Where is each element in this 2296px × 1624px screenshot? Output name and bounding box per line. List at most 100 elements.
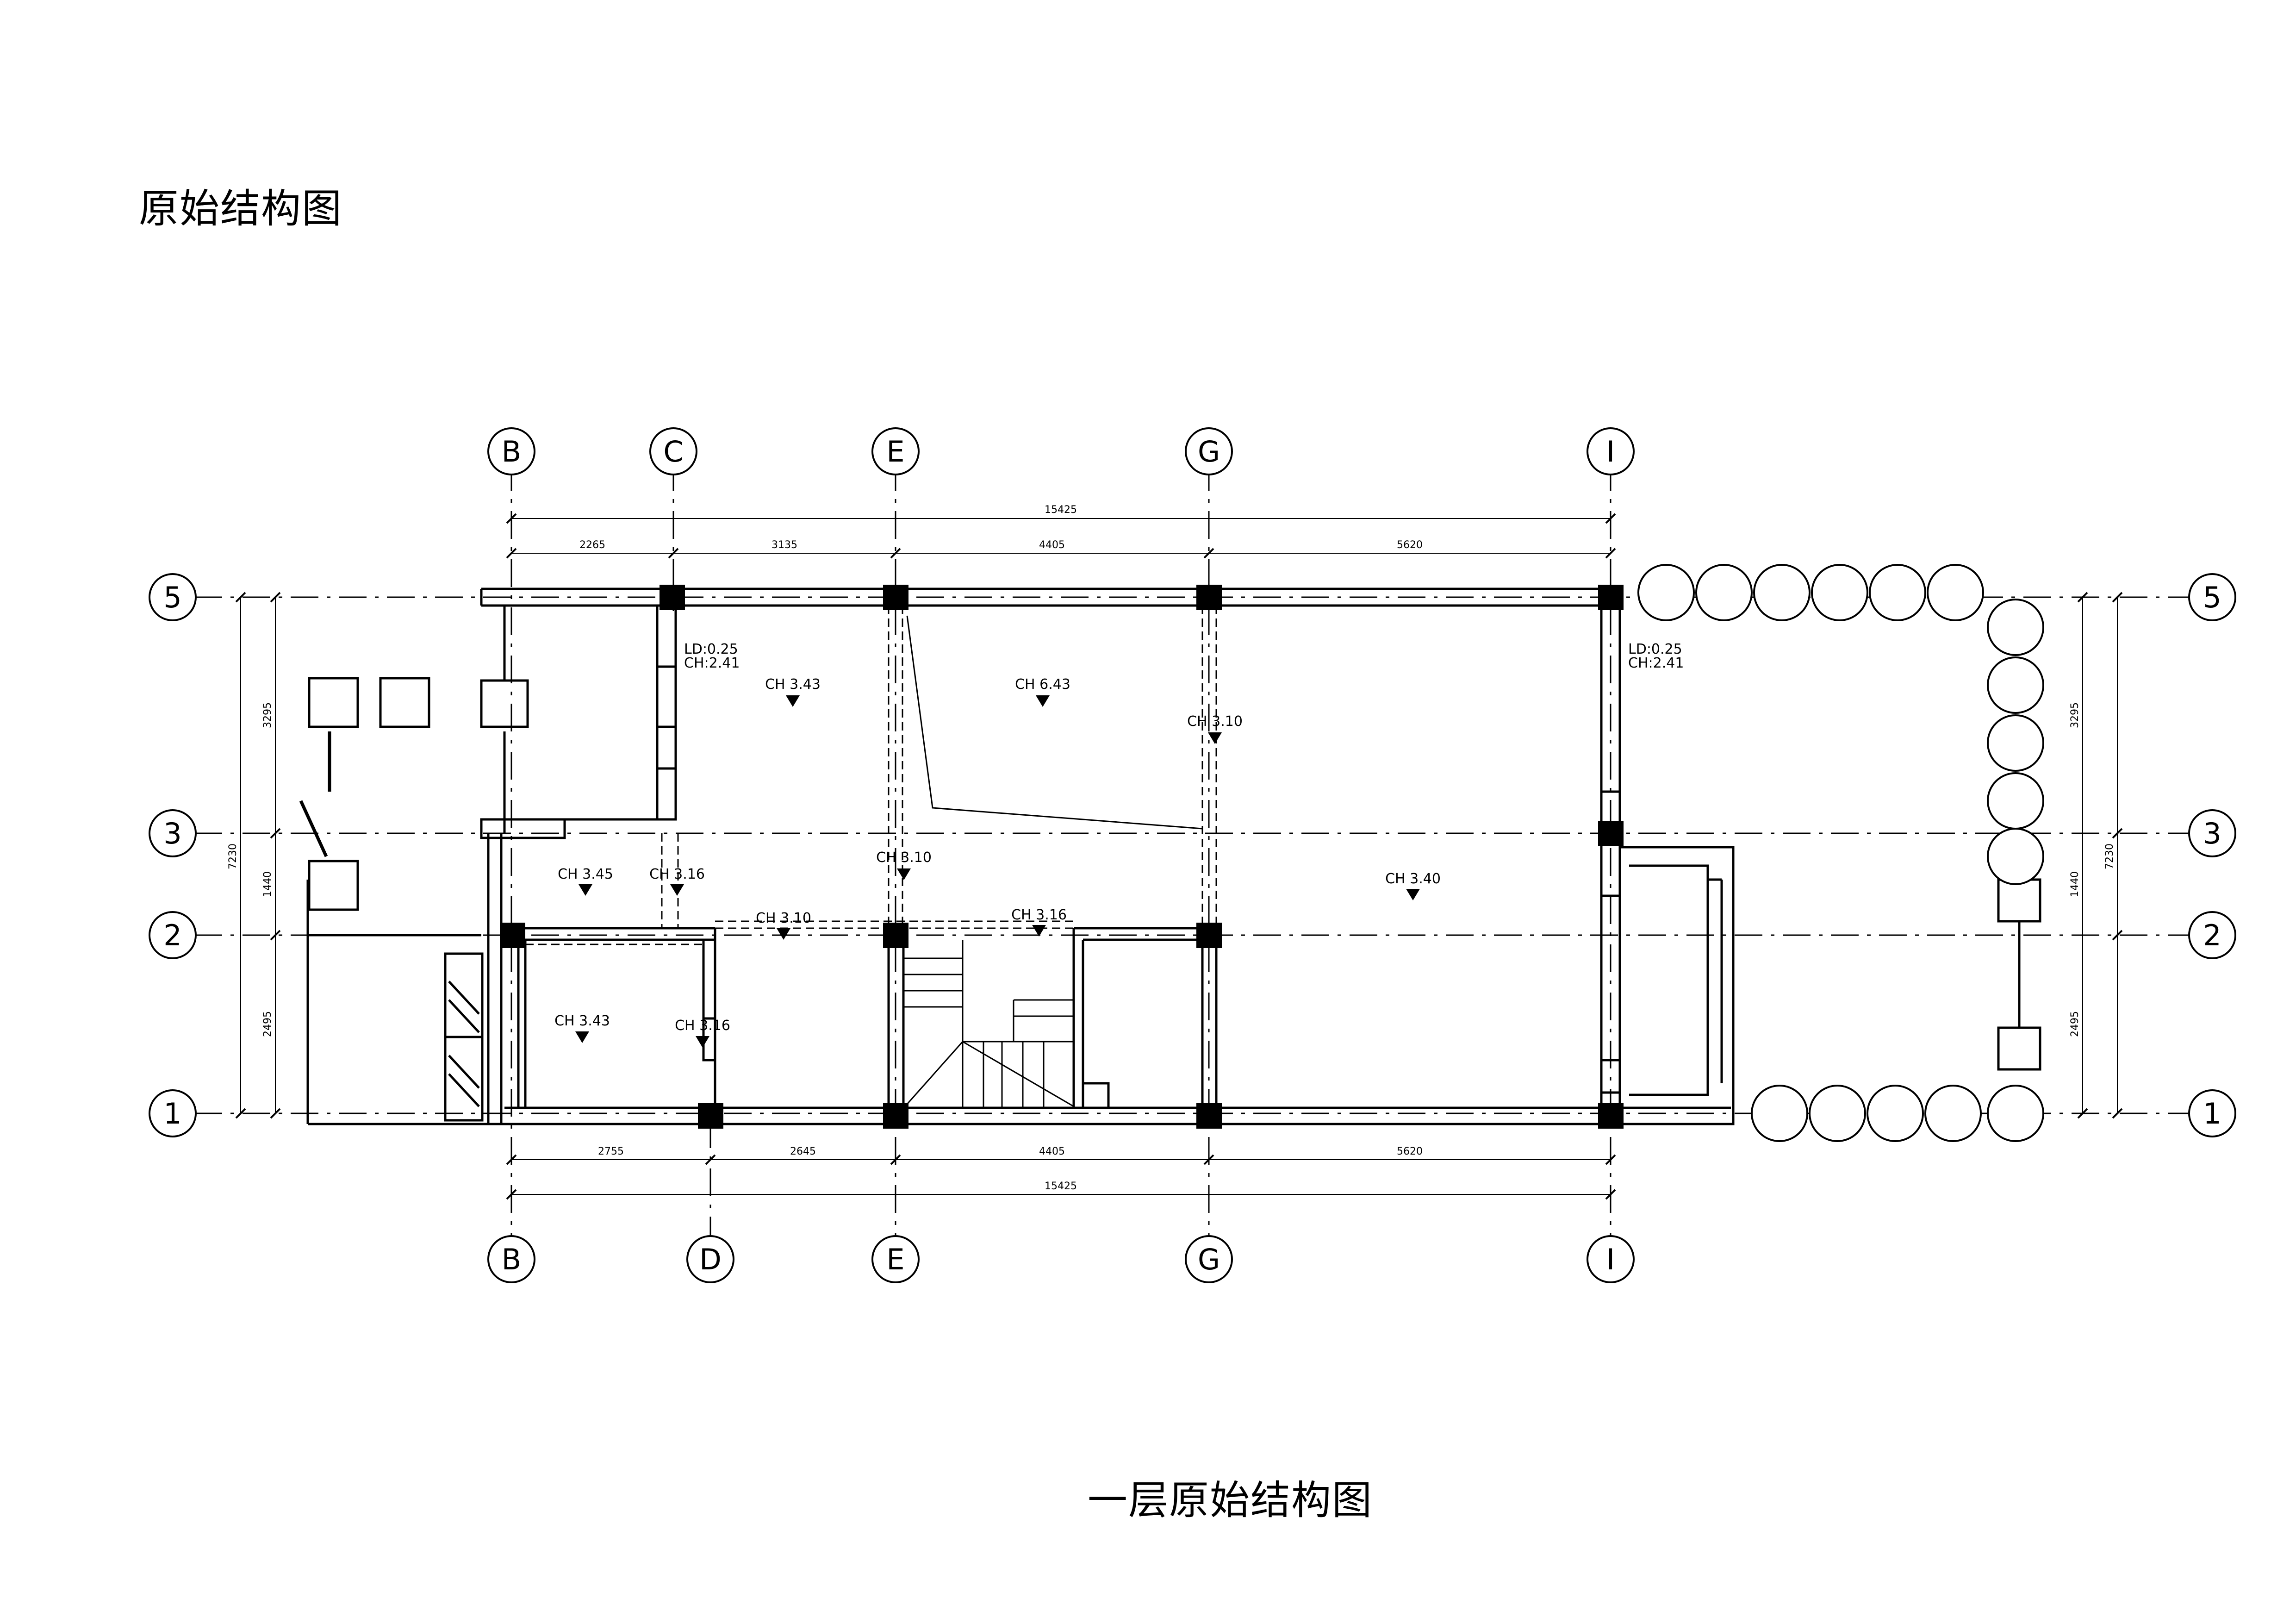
column bbox=[500, 923, 525, 948]
shrub-icon bbox=[1867, 1085, 1924, 1142]
grid-bubble-top-e: E bbox=[871, 427, 920, 475]
grid-bubble-bottom-i: I bbox=[1587, 1235, 1635, 1283]
grid-bubble-bottom-d: D bbox=[686, 1235, 734, 1283]
row-bubbles-right: 5 3 2 1 bbox=[2188, 573, 2236, 1137]
dim-top-seg-1: 2265 bbox=[579, 539, 605, 551]
annotation-ch-main: CH 3.40 bbox=[1385, 871, 1441, 887]
beam-lines bbox=[525, 606, 1217, 945]
annotation-ch-d1: CH 3.16 bbox=[675, 1018, 730, 1034]
dim-left-seg-b: 1440 bbox=[262, 871, 274, 897]
level-marker-icon bbox=[579, 884, 592, 896]
shrub-icon bbox=[1924, 1085, 1982, 1142]
grid-bubble-top-g: G bbox=[1185, 427, 1233, 475]
shrub-icon bbox=[1987, 656, 2044, 714]
row-bubble-left-5: 5 bbox=[149, 573, 197, 621]
dim-top-seg-2: 3135 bbox=[772, 539, 797, 551]
level-marker-icon bbox=[1406, 889, 1420, 900]
grid-label: E bbox=[886, 435, 904, 468]
grid-label: C bbox=[663, 435, 683, 468]
annotation-ch-d2: CH 3.10 bbox=[756, 910, 811, 926]
grid-bubble-top-i: I bbox=[1587, 427, 1635, 475]
annotation-ch-beam-g: CH 3.10 bbox=[1187, 713, 1243, 730]
column bbox=[1598, 585, 1624, 610]
dim-right-seg-c: 2495 bbox=[2069, 1011, 2081, 1037]
grid-bubble-top-c: C bbox=[649, 427, 697, 475]
grid-bubbles-top: B C E G I bbox=[487, 427, 1635, 475]
stair bbox=[903, 940, 1074, 1108]
shrub-icon bbox=[1987, 714, 2044, 772]
annotation-ch-b3: CH 3.45 bbox=[558, 866, 613, 882]
slab-edge bbox=[906, 615, 1203, 830]
column bbox=[883, 923, 908, 948]
grid-label: E bbox=[886, 1243, 904, 1276]
outdoor-fixtures-right bbox=[1997, 878, 2041, 1071]
dim-left-seg-c: 2495 bbox=[262, 1011, 274, 1037]
annotation-ch-left-window: CH:2.41 bbox=[684, 655, 740, 671]
shrubs bbox=[1637, 564, 2044, 1142]
shrub-icon bbox=[1987, 599, 2044, 656]
row-label: 3 bbox=[2203, 817, 2221, 850]
dim-right-seg-a: 3295 bbox=[2069, 702, 2081, 728]
row-bubble-right-1: 1 bbox=[2188, 1089, 2236, 1137]
level-marker-icon bbox=[1208, 732, 1222, 744]
row-bubble-left-3: 3 bbox=[149, 809, 197, 857]
level-marker-icon bbox=[786, 695, 800, 707]
column bbox=[1598, 1103, 1624, 1129]
row-label: 3 bbox=[163, 817, 181, 850]
shrub-icon bbox=[1927, 564, 1984, 621]
row-bubble-right-2: 2 bbox=[2188, 911, 2236, 959]
column bbox=[1196, 1103, 1222, 1129]
grid-bubble-bottom-b: B bbox=[487, 1235, 535, 1283]
annotation-ch-f2: CH 3.16 bbox=[1011, 907, 1067, 923]
level-marker-icon bbox=[897, 868, 911, 880]
row-bubble-right-5: 5 bbox=[2188, 573, 2236, 621]
grid-bubble-top-b: B bbox=[487, 427, 535, 475]
row-label: 5 bbox=[163, 581, 181, 614]
level-marker-icon bbox=[670, 884, 684, 896]
dim-left-total: 7230 bbox=[227, 843, 239, 869]
dimension-lines bbox=[240, 518, 2118, 1195]
level-marker-icon bbox=[1036, 695, 1050, 707]
annotation-ld-right: LD:0.25 bbox=[1628, 641, 1682, 657]
drawing-title: 一层原始结构图 bbox=[1088, 1477, 1373, 1524]
shrub-icon bbox=[1751, 1085, 1808, 1142]
grid-label: G bbox=[1198, 1243, 1220, 1276]
level-marker-icon bbox=[696, 1036, 709, 1048]
column bbox=[1196, 923, 1222, 948]
grid-label: I bbox=[1606, 1243, 1615, 1276]
row-bubble-left-2: 2 bbox=[149, 911, 197, 959]
shrub-icon bbox=[1987, 1085, 2044, 1142]
shrub-icon bbox=[1695, 564, 1753, 621]
outdoor-fixtures-left bbox=[299, 677, 430, 911]
shrub-icon bbox=[1987, 828, 2044, 885]
row-label: 2 bbox=[2203, 918, 2221, 952]
dimension-ticks bbox=[235, 513, 2123, 1200]
dim-bottom-seg-4: 5620 bbox=[1397, 1146, 1423, 1157]
grid-bubble-bottom-g: G bbox=[1185, 1235, 1233, 1283]
column bbox=[883, 585, 908, 610]
row-label: 5 bbox=[2203, 581, 2221, 614]
row-bubble-left-1: 1 bbox=[149, 1089, 197, 1137]
shrub-icon bbox=[1869, 564, 1926, 621]
column bbox=[1196, 585, 1222, 610]
grid-label: B bbox=[502, 435, 522, 468]
column bbox=[883, 1103, 908, 1129]
shrub-icon bbox=[1637, 564, 1695, 621]
row-bubbles-left: 5 3 2 1 bbox=[149, 573, 197, 1137]
walls bbox=[306, 587, 1735, 1125]
level-marker-icon bbox=[1032, 925, 1046, 937]
dim-bottom-seg-3: 4405 bbox=[1039, 1146, 1065, 1157]
shrub-icon bbox=[1987, 772, 2044, 830]
annotations: LD:0.25 CH:2.41 LD:0.25 CH:2.41 CH 3.43 … bbox=[554, 641, 1684, 1048]
level-marker-icon bbox=[575, 1031, 589, 1043]
grid-label: B bbox=[502, 1243, 522, 1276]
annotation-ch-room-c: CH 3.43 bbox=[765, 676, 821, 693]
annotation-ld-left: LD:0.25 bbox=[684, 641, 738, 657]
grid-label: D bbox=[699, 1243, 722, 1276]
column bbox=[1598, 821, 1624, 846]
page-title: 原始结构图 bbox=[139, 186, 342, 232]
dim-left-seg-a: 3295 bbox=[262, 702, 274, 728]
annotation-ch-b1: CH 3.43 bbox=[554, 1013, 610, 1029]
annotation-ch-e3: CH 3.10 bbox=[876, 849, 932, 866]
